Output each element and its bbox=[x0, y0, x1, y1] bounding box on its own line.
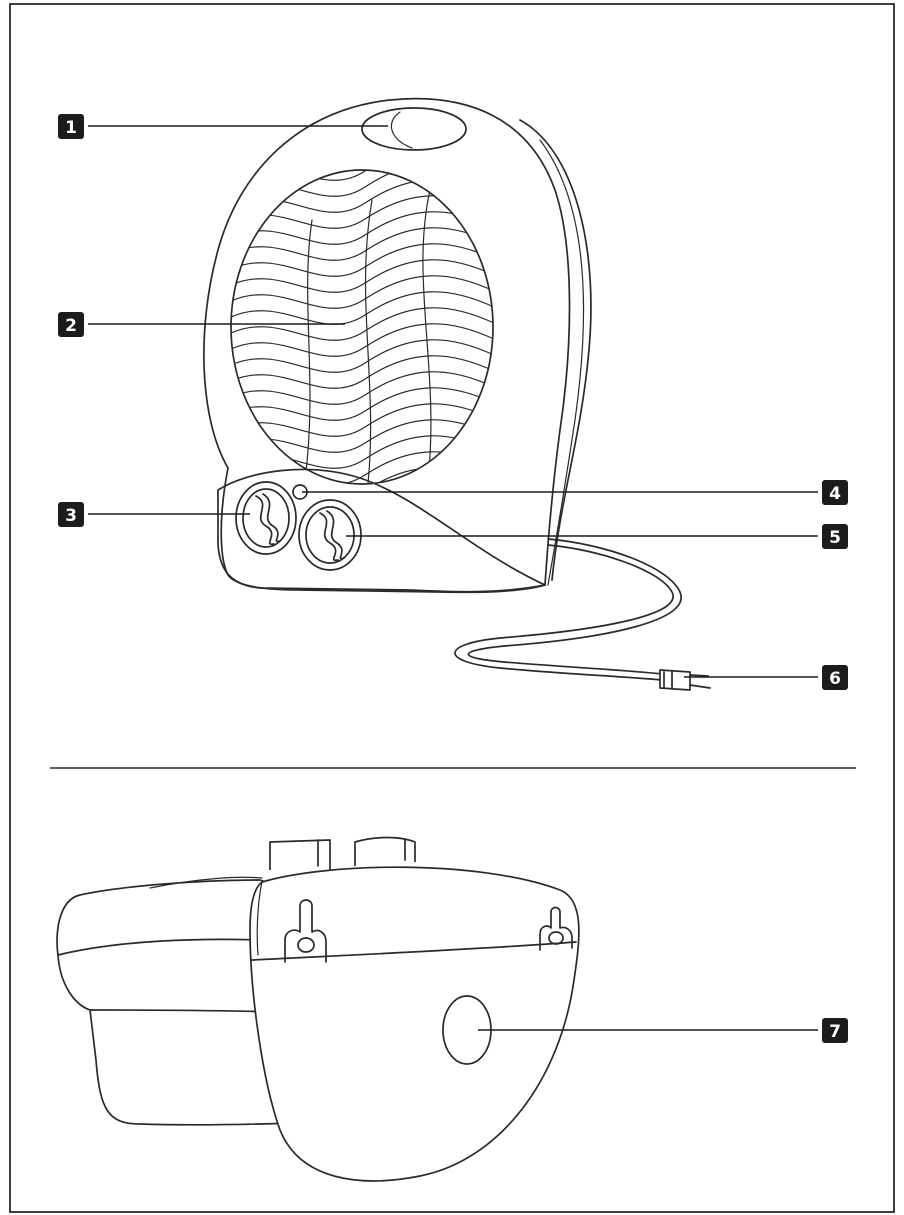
grille-wave-line bbox=[231, 291, 493, 325]
callout-4: 4 bbox=[822, 480, 848, 505]
grille-wave-line bbox=[231, 170, 493, 197]
top-knob-left bbox=[269, 839, 331, 870]
callout-6: 6 bbox=[822, 665, 848, 690]
grille-wave-line bbox=[231, 243, 493, 277]
right-knob bbox=[298, 499, 362, 571]
grille-wave-line bbox=[231, 307, 493, 341]
grille-waves bbox=[225, 132, 500, 484]
grille-wave-line bbox=[231, 387, 493, 421]
grille-wave-line bbox=[231, 195, 493, 229]
grille-wave-line bbox=[231, 435, 493, 469]
grille-wave-line bbox=[231, 403, 493, 437]
grille-wave-line bbox=[231, 355, 493, 389]
keyhole-mount-right bbox=[539, 906, 573, 951]
grille-rib bbox=[304, 219, 313, 481]
grille-rib bbox=[422, 189, 432, 481]
top-knob-right bbox=[354, 836, 416, 866]
handle-opening bbox=[361, 107, 467, 151]
heater-side-panel bbox=[519, 119, 592, 581]
grille-wave-line bbox=[231, 371, 493, 405]
svg-text:7: 7 bbox=[829, 1022, 841, 1042]
callout-7: 7 bbox=[822, 1018, 848, 1043]
svg-text:3: 3 bbox=[65, 506, 77, 526]
grille-rib bbox=[364, 199, 373, 484]
power-cord bbox=[454, 544, 674, 681]
callout-5: 5 bbox=[822, 524, 848, 549]
svg-text:4: 4 bbox=[829, 484, 841, 504]
control-panel bbox=[217, 468, 546, 593]
power-plug bbox=[659, 669, 711, 691]
callout-3: 3 bbox=[58, 502, 84, 527]
heater-body-outline bbox=[203, 97, 571, 594]
svg-text:2: 2 bbox=[65, 316, 77, 336]
heater-bottom-view bbox=[56, 836, 580, 1182]
grille-wave-line bbox=[231, 275, 493, 309]
svg-text:5: 5 bbox=[829, 528, 841, 548]
page-border bbox=[9, 3, 895, 1213]
grille-wave-line bbox=[231, 339, 493, 373]
heater-front-view bbox=[203, 97, 711, 691]
keyhole-mount-left bbox=[284, 899, 327, 963]
svg-text:1: 1 bbox=[65, 118, 77, 138]
grille-wave-line bbox=[231, 211, 493, 245]
left-knob bbox=[235, 481, 297, 555]
grille-wave-line bbox=[231, 259, 493, 293]
handle-inner bbox=[390, 111, 413, 149]
callout-2: 2 bbox=[58, 312, 84, 337]
power-cord-outline bbox=[467, 538, 682, 675]
heater-side-edge bbox=[539, 139, 585, 586]
grille-wave-line bbox=[231, 227, 493, 261]
grille-wave-line bbox=[231, 179, 493, 213]
callout-1: 1 bbox=[58, 114, 84, 139]
grille-wave-line bbox=[231, 419, 493, 453]
svg-text:6: 6 bbox=[829, 669, 841, 689]
grille-wave-line bbox=[225, 132, 500, 164]
grille-rim bbox=[230, 169, 494, 485]
grille-wave-line bbox=[231, 323, 493, 357]
grille-wave-line bbox=[231, 170, 493, 181]
bottom-housing bbox=[249, 866, 580, 1182]
